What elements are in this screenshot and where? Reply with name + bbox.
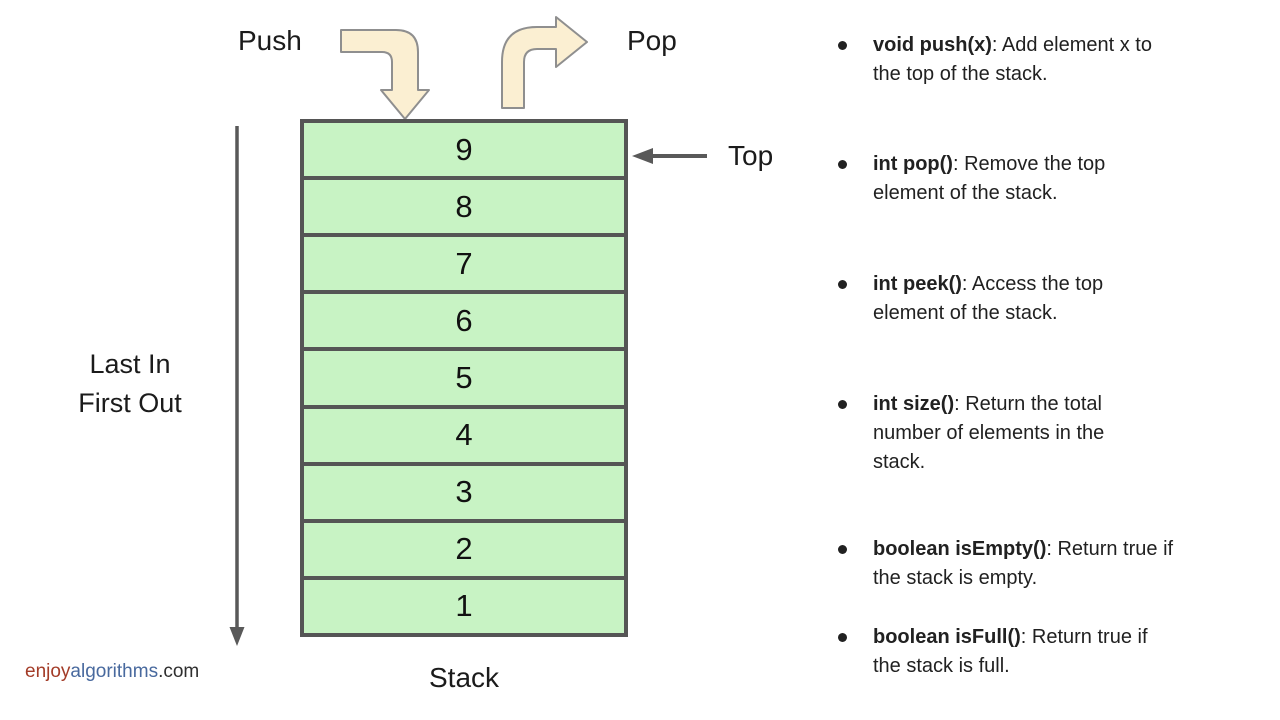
pop-arrow-icon [501, 16, 588, 109]
pop-label: Pop [627, 25, 677, 56]
stack-cell: 7 [304, 237, 624, 295]
bullet-icon [838, 41, 847, 50]
bullet-icon [838, 280, 847, 289]
stack-cell: 8 [304, 180, 624, 238]
push-arrow-icon [340, 29, 430, 120]
operation-description: : Return true if the stack is empty. [873, 538, 1174, 589]
watermark-algorithms: algorithms [70, 661, 159, 682]
top-pointer-arrowhead-icon [632, 148, 653, 164]
operation-description: : Remove the top element of the stack. [873, 153, 1106, 204]
lifo-label: Last In First Out [78, 349, 182, 418]
operation-signature: int pop() [873, 153, 953, 175]
watermark-com: .com [158, 661, 200, 682]
operation-description: : Add element x to the top of the stack. [873, 34, 1152, 85]
operation-description: : Access the top element of the stack. [873, 273, 1104, 324]
top-label: Top [728, 140, 774, 171]
stack-cell: 6 [304, 294, 624, 352]
stack-cell: 9 [304, 123, 624, 181]
stack-cell: 5 [304, 351, 624, 409]
operation-signature: int peek() [873, 273, 962, 295]
stack-caption: Stack [428, 662, 500, 693]
stack-cell: 3 [304, 465, 624, 523]
lifo-arrowhead-icon [229, 627, 245, 646]
bullet-icon [838, 400, 847, 409]
operation-item: boolean isEmpty(): Return true if the st… [836, 535, 1236, 593]
bullet-icon [838, 633, 847, 642]
operations-list: void push(x): Add element x to the top o… [836, 31, 1236, 681]
push-label: Push [238, 25, 302, 56]
stack-cell: 1 [304, 579, 624, 633]
operation-item: boolean isFull(): Return true if the sta… [836, 623, 1236, 681]
operation-item: void push(x): Add element x to the top o… [836, 31, 1236, 89]
operation-item: int pop(): Remove the top element of the… [836, 150, 1236, 208]
operation-description: : Return true if the stack is full. [873, 626, 1148, 677]
operation-item: int peek(): Access the top element of th… [836, 270, 1236, 328]
bullet-icon [838, 160, 847, 169]
stack-cell: 4 [304, 408, 624, 466]
operation-signature: void push(x) [873, 34, 992, 56]
watermark: enjoyalgorithms.com [25, 661, 199, 683]
operation-signature: boolean isEmpty() [873, 538, 1047, 560]
operation-item: int size(): Return the total number of e… [836, 390, 1236, 477]
watermark-enjoy: enjoy [25, 661, 71, 682]
operation-signature: int size() [873, 393, 955, 415]
bullet-icon [838, 545, 847, 554]
stack-cell: 2 [304, 522, 624, 580]
operation-description: : Return the total number of elements in… [873, 393, 1105, 473]
operation-signature: boolean isFull() [873, 626, 1021, 648]
